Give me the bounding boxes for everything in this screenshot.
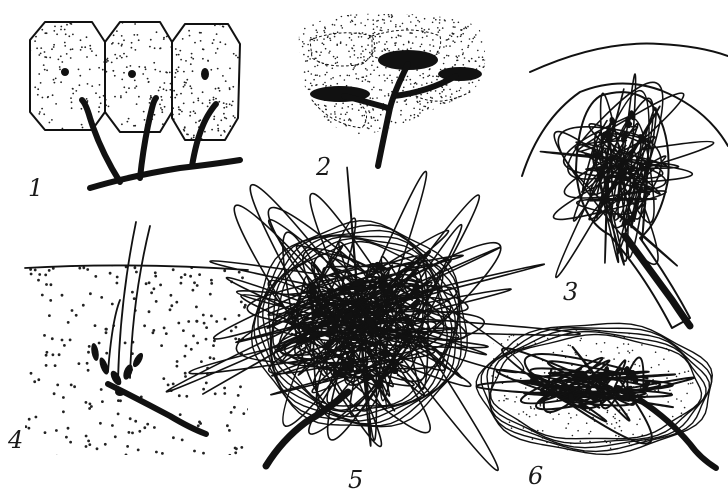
panel-label-1: 1 [28, 174, 43, 202]
panel-1-stipple [27, 19, 243, 143]
epidermis-surface [25, 265, 248, 270]
panel-4-nerve-fiber [108, 384, 206, 434]
panel-3-meissner-corpuscle: 3 [522, 44, 728, 328]
panel-label-2: 2 [315, 153, 331, 181]
panel-5-krause-end-bulb: 5 [166, 167, 580, 493]
panel-label-3: 3 [563, 278, 578, 306]
panel-1-epithelial-cells: 1 [27, 19, 243, 202]
cell-outline-middle [105, 22, 172, 132]
cell-nuclei [61, 68, 209, 80]
panel-6-lamellated-corpuscle: 6 [476, 317, 716, 490]
panel-label-5: 5 [348, 466, 363, 493]
panel-5-nerve-fiber [266, 392, 348, 466]
panel-2-merkel-discs: 2 [294, 9, 491, 181]
panel-label-6: 6 [528, 462, 543, 490]
panel-4-hair-follicle-ending: 4 [7, 222, 250, 458]
panel-2-nerve-fiber [344, 64, 456, 166]
panel-label-4: 4 [7, 426, 23, 454]
panel-6-capsule-lamellae [476, 323, 712, 454]
cell-outline-left [30, 22, 105, 130]
skin-surface-line [530, 44, 728, 72]
hair-shaft [108, 222, 150, 380]
